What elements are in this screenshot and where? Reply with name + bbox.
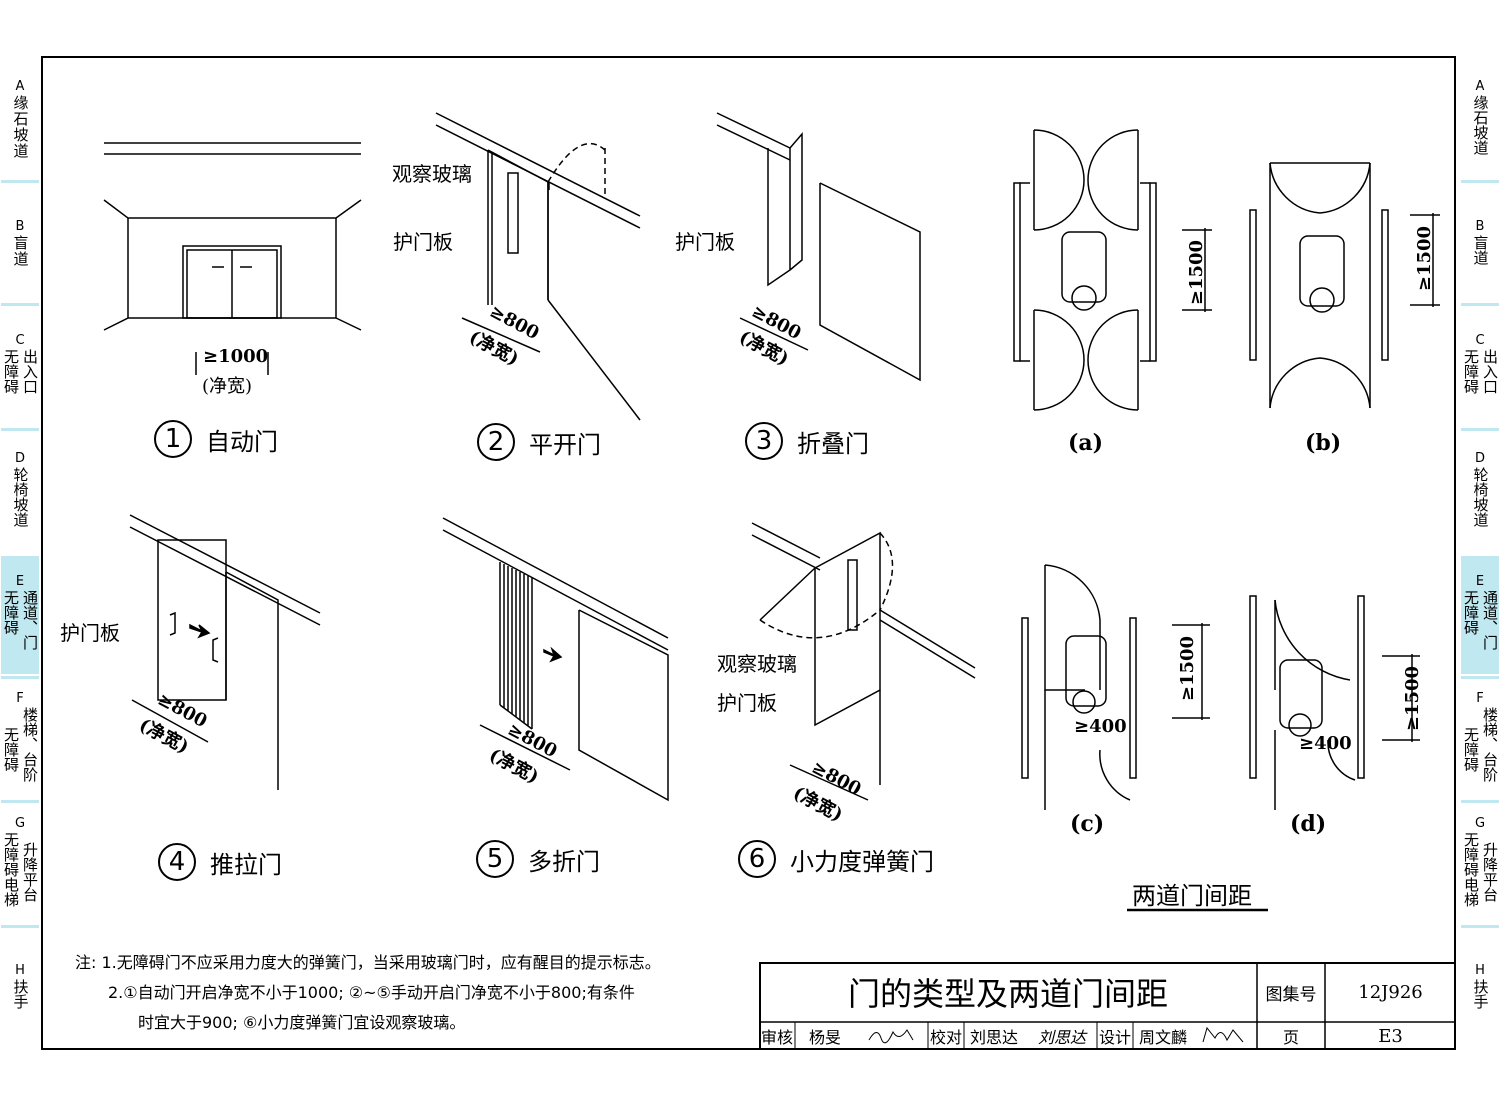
note-2b: 时宜大于900; ⑥小力度弹簧门宜设观察玻璃。: [138, 1013, 466, 1032]
swing-door-drawing: [435, 112, 641, 421]
multi-fold-door-drawing: [442, 517, 669, 802]
checker-name: 刘思达: [969, 1028, 1018, 1047]
automatic-door-drawing: [103, 142, 362, 375]
tab-right-c[interactable]: C 出入口 无障碍: [1462, 333, 1499, 394]
number-circle: 1: [154, 420, 192, 458]
tab-right-g[interactable]: G 升降平台 无障碍电梯: [1462, 816, 1499, 907]
tab-left-e[interactable]: E 通道、门 无障碍: [2, 574, 39, 650]
reviewer-name: 杨旻: [808, 1028, 841, 1047]
guard-label-3: 护门板: [675, 230, 735, 254]
number-circle: 6: [738, 840, 776, 878]
plan-b-drawing: [1249, 162, 1440, 409]
caption-door-6: 6 小力度弹簧门: [738, 840, 934, 878]
plan-b-label: (b): [1305, 430, 1342, 456]
tab-right-h[interactable]: H 扶手: [1471, 963, 1490, 1009]
plan-d-drawing: [1249, 595, 1420, 810]
atlas-number: 12J926: [1358, 981, 1423, 1003]
tab-right-e-highlight: [1461, 556, 1499, 674]
caption-door-1: 1 自动门: [154, 420, 278, 458]
number-circle: 3: [745, 422, 783, 460]
tab-left-h[interactable]: H 扶手: [11, 963, 30, 1009]
plan-d-label: (d): [1290, 811, 1327, 837]
tab-text: 缘石坡道: [11, 95, 30, 159]
plan-c-label: (c): [1070, 811, 1105, 837]
tab-left-c[interactable]: C 出入口 无障碍: [2, 333, 39, 394]
glass-label-6: 观察玻璃: [717, 652, 797, 676]
notes: 注: 1.无障碍门不应采用力度大的弹簧门，当采用玻璃门时，应有醒目的提示标志。 …: [75, 948, 661, 1038]
tab-left-f[interactable]: F 楼梯、台阶 无障碍: [2, 691, 39, 782]
caption-door-3: 3 折叠门: [745, 422, 869, 460]
glass-label-2: 观察玻璃: [392, 162, 472, 186]
caption-door-2: 2 平开门: [477, 423, 601, 461]
tab-left-e-highlight: [1, 556, 39, 674]
tab-left-b[interactable]: B 盲道: [11, 219, 30, 267]
plan-c-dim: ≥1500: [1177, 635, 1199, 702]
spring-door-drawing: [751, 522, 976, 801]
title-block: 门的类型及两道门间距 图集号 12J926 审核 杨旻 校对 刘思达 刘思达 设…: [759, 962, 1456, 1050]
reviewer-signature: [867, 1024, 923, 1048]
plan-d-dim-400: ≥400: [1299, 733, 1352, 754]
caption-door-4: 4 推拉门: [158, 843, 282, 881]
tab-left-d[interactable]: D 轮椅坡道: [11, 451, 30, 527]
number-circle: 2: [477, 423, 515, 461]
checker-signature: 刘思达: [1037, 1028, 1086, 1047]
tab-right-f[interactable]: F 楼梯、台阶 无障碍: [1462, 691, 1499, 782]
note-2a: 2.①自动门开启净宽不小于1000; ②~⑤手动开启门净宽不小于800;有条件: [108, 983, 635, 1002]
dim-note-1: (净宽): [202, 376, 253, 397]
note-1: 注: 1.无障碍门不应采用力度大的弹簧门，当采用玻璃门时，应有醒目的提示标志。: [75, 953, 661, 972]
tab-right-b[interactable]: B 盲道: [1471, 219, 1490, 265]
plan-a-dim: ≥1500: [1186, 239, 1208, 306]
plan-a-label: (a): [1068, 430, 1104, 456]
fold-panels: [499, 562, 533, 730]
tab-right-d[interactable]: D 轮椅坡道: [1471, 451, 1490, 527]
plan-c-dim-400: ≥400: [1074, 716, 1127, 737]
sliding-door-drawing: [129, 514, 321, 790]
guard-label-4: 护门板: [60, 621, 120, 645]
dim-door-1: ≥1000: [203, 346, 269, 367]
designer-signature: [1199, 1024, 1255, 1048]
designer-name: 周文麟: [1138, 1028, 1187, 1047]
plan-b-dim: ≥1500: [1414, 225, 1436, 292]
plan-c-drawing: [1021, 564, 1210, 810]
title-block-grid: [759, 962, 1456, 1050]
number-circle: 5: [476, 840, 514, 878]
drawing-frame: [41, 56, 1456, 1050]
number-circle: 4: [158, 843, 196, 881]
plan-d-dim: ≥1500: [1402, 665, 1424, 732]
guard-label-2: 护门板: [393, 230, 453, 254]
tab-right-a[interactable]: A 缘石坡道: [1471, 79, 1490, 155]
tab-left-g[interactable]: G 升降平台 无障碍电梯: [2, 816, 39, 907]
tab-left-a[interactable]: A 缘石坡道: [11, 79, 30, 159]
tab-right-e[interactable]: E 通道、门 无障碍: [1462, 574, 1499, 650]
folding-door-drawing: [716, 112, 921, 382]
guard-label-6: 护门板: [717, 691, 777, 715]
tab-text: 盲道: [11, 235, 30, 267]
drawing-title: 门的类型及两道门间距: [847, 975, 1168, 1013]
caption-door-5: 5 多折门: [476, 840, 600, 878]
plan-a-drawing: [1013, 129, 1212, 411]
page-number: E3: [1378, 1025, 1403, 1047]
atlas-label: 图集号: [1265, 984, 1317, 1005]
plans-title: 两道门间距: [1132, 882, 1252, 910]
